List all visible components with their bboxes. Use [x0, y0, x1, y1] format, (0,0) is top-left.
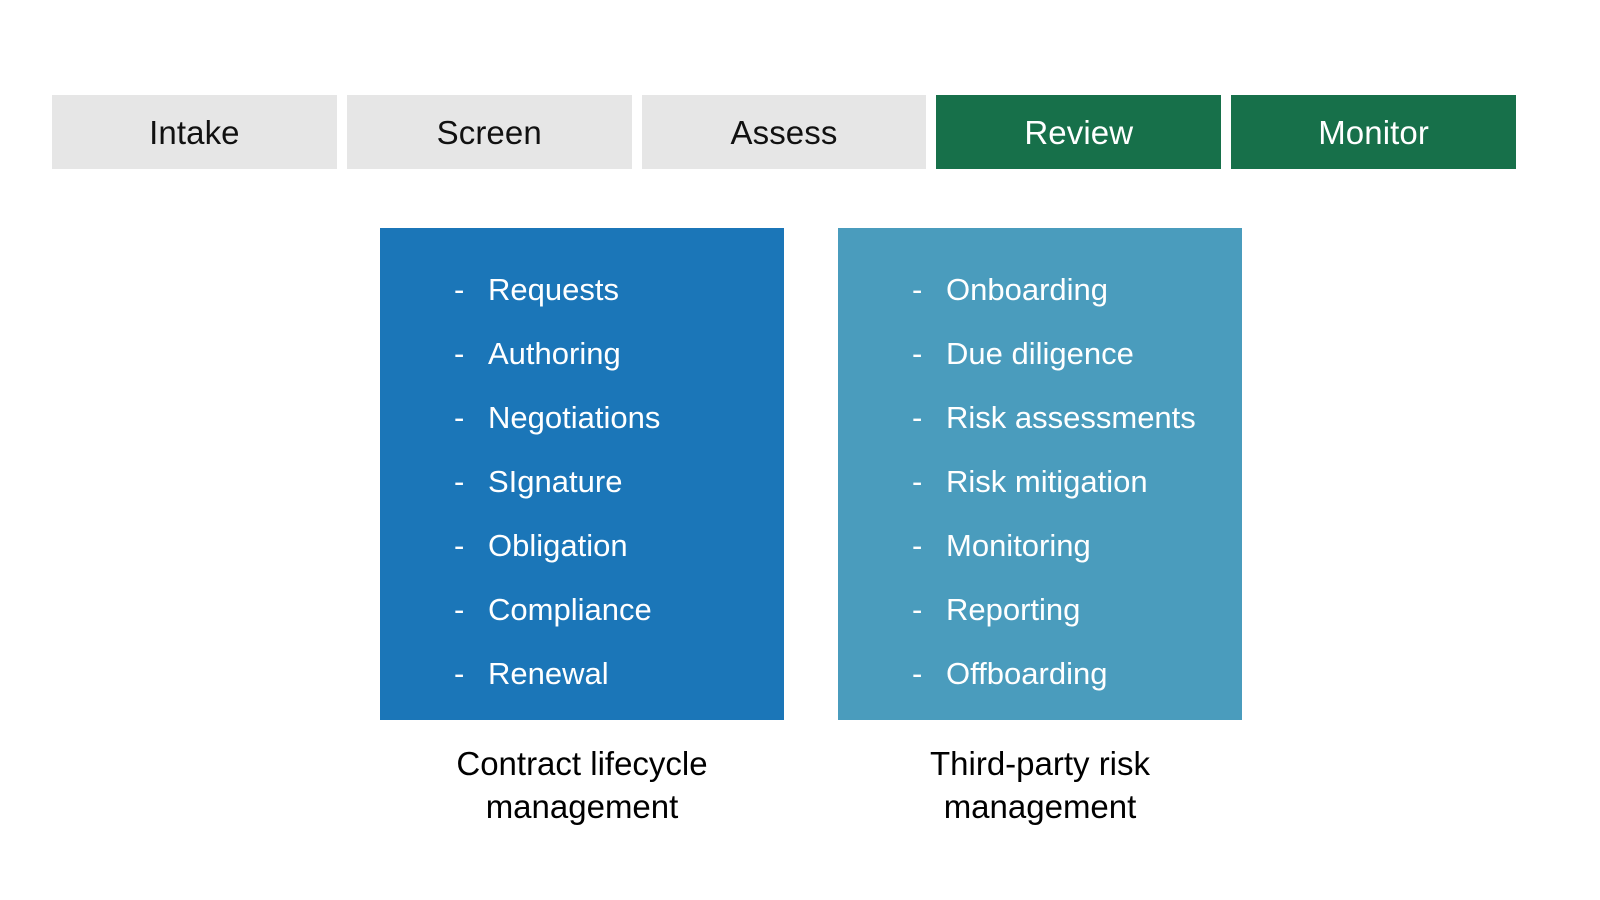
list-item-label: Obligation — [488, 528, 628, 563]
phase-strip: Intake Screen Assess Review Monitor — [52, 95, 1516, 169]
phase-tab-intake[interactable]: Intake — [52, 95, 337, 169]
list-item[interactable]: - Negotiations — [380, 386, 784, 450]
list-item-label: Negotiations — [488, 400, 661, 435]
bullet-dash-icon: - — [912, 400, 923, 435]
list-item[interactable]: - Due diligence — [838, 322, 1242, 386]
phase-tab-review[interactable]: Review — [936, 95, 1222, 169]
phase-tab-label: Monitor — [1318, 113, 1429, 151]
list-item-label: SIgnature — [488, 464, 623, 499]
bullet-dash-icon: - — [912, 656, 923, 691]
phase-tab-screen[interactable]: Screen — [346, 95, 632, 169]
list-item-label: Due diligence — [946, 336, 1134, 371]
list-item-label: Requests — [488, 272, 619, 307]
list-item-label: Compliance — [488, 592, 652, 627]
list-item[interactable]: - Renewal — [380, 642, 784, 706]
bullet-dash-icon: - — [454, 656, 465, 691]
bullet-dash-icon: - — [912, 336, 923, 371]
panel-caption: Contract lifecycle management — [456, 745, 708, 825]
list-item[interactable]: - Offboarding — [838, 642, 1242, 706]
list-item[interactable]: - Risk assessments — [838, 386, 1242, 450]
bullet-dash-icon: - — [454, 592, 465, 627]
list-item-label: Reporting — [946, 592, 1081, 627]
panel-item-list: - Onboarding - Due diligence - Risk asse… — [838, 258, 1242, 706]
bullet-dash-icon: - — [912, 528, 923, 563]
panel-item-list: - Requests - Authoring - Negotiations - … — [380, 258, 784, 706]
list-item-label: Monitoring — [946, 528, 1091, 563]
list-item[interactable]: - Risk mitigation — [838, 450, 1242, 514]
phase-tab-label: Review — [1024, 113, 1134, 151]
bullet-dash-icon: - — [454, 400, 465, 435]
panel-third-party-risk-management: - Onboarding - Due diligence - Risk asse… — [838, 228, 1242, 828]
list-item-label: Renewal — [488, 656, 609, 691]
bullet-dash-icon: - — [454, 528, 465, 563]
list-item-label: Risk assessments — [946, 400, 1196, 435]
phase-tab-assess[interactable]: Assess — [641, 95, 927, 169]
list-item[interactable]: - Authoring — [380, 322, 784, 386]
list-item[interactable]: - Compliance — [380, 578, 784, 642]
list-item-label: Authoring — [488, 336, 621, 371]
phase-tab-label: Assess — [730, 113, 838, 151]
phase-tab-label: Intake — [149, 113, 240, 151]
bullet-dash-icon: - — [912, 272, 923, 307]
bullet-dash-icon: - — [454, 272, 465, 307]
list-item[interactable]: - Reporting — [838, 578, 1242, 642]
panel-card: - Onboarding - Due diligence - Risk asse… — [838, 228, 1242, 720]
bullet-dash-icon: - — [912, 464, 923, 499]
phase-tab-monitor[interactable]: Monitor — [1231, 95, 1516, 169]
bullet-dash-icon: - — [454, 464, 465, 499]
list-item[interactable]: - Obligation — [380, 514, 784, 578]
list-item[interactable]: - Requests — [380, 258, 784, 322]
list-item[interactable]: - Onboarding — [838, 258, 1242, 322]
bullet-dash-icon: - — [912, 592, 923, 627]
phase-tab-label: Screen — [436, 113, 542, 151]
panel-contract-lifecycle-management: - Requests - Authoring - Negotiations - … — [380, 228, 784, 828]
panel-card: - Requests - Authoring - Negotiations - … — [380, 228, 784, 720]
list-item-label: Risk mitigation — [946, 464, 1148, 499]
panel-caption: Third-party risk management — [929, 745, 1151, 825]
list-item-label: Offboarding — [946, 656, 1108, 691]
list-item-label: Onboarding — [946, 272, 1109, 307]
list-item[interactable]: - SIgnature — [380, 450, 784, 514]
list-item[interactable]: - Monitoring — [838, 514, 1242, 578]
bullet-dash-icon: - — [454, 336, 465, 371]
